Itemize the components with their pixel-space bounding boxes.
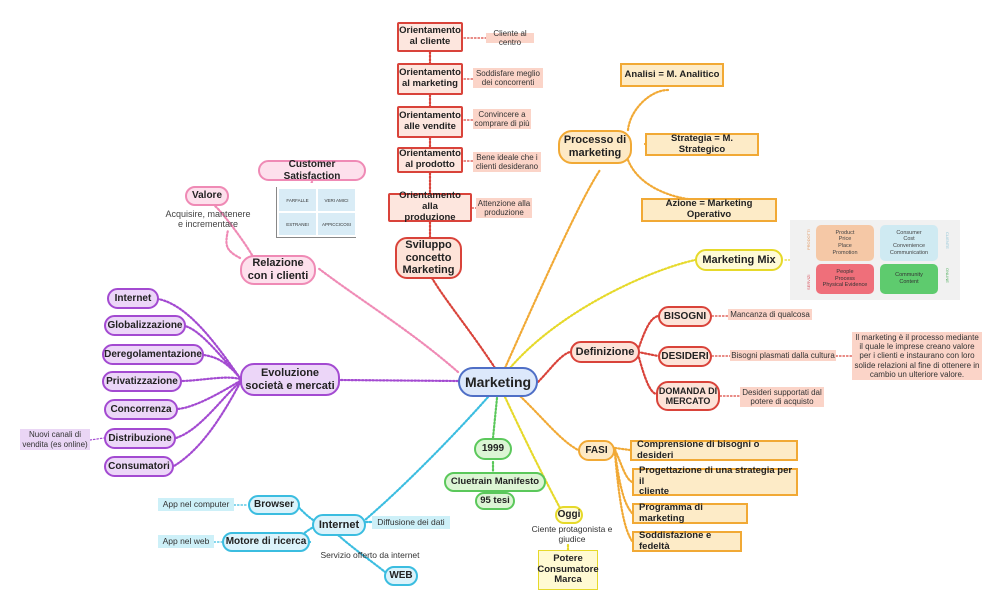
bisogni-note: Mancanza di qualcosa [728, 309, 812, 320]
orientamento-cliente-node[interactable]: Orientamento al cliente [397, 22, 463, 52]
year-1999-node[interactable]: 1999 [474, 438, 512, 460]
matrix-estranei: ESTRANEI [279, 213, 316, 235]
fase-comprensione[interactable]: Comprensione di bisogni o desideri [630, 439, 798, 461]
orientamento-marketing-note: Soddisfare meglio dei concorrenti [473, 68, 543, 88]
strategia-node[interactable]: Strategia = M. Strategico [645, 133, 759, 156]
valore-note: Acquisire, mantenere e incrementare [165, 208, 251, 229]
bisogni-node[interactable]: BISOGNI [658, 306, 712, 327]
desideri-node[interactable]: DESIDERI [658, 346, 712, 367]
marketing-mix-image: Product Price Place Promotion Consumer C… [790, 220, 960, 300]
mm-label-cliente: CLIENTE [945, 232, 950, 249]
valore-node[interactable]: Valore [185, 186, 229, 206]
evo-distribuzione[interactable]: Distribuzione [104, 428, 176, 449]
matrix-veri-amici: VERI AMICI [318, 189, 355, 211]
definizione-node[interactable]: Definizione [570, 341, 640, 363]
domanda-mercato-node[interactable]: DOMANDA DI MERCATO [656, 381, 720, 411]
desideri-note: Bisogni plasmati dalla cultura [730, 350, 836, 361]
orientamento-prodotto-node[interactable]: Orientamento al prodotto [397, 147, 463, 173]
fase-progettazione[interactable]: Progettazione di una strategia per il cl… [632, 465, 798, 497]
evo-globalizzazione[interactable]: Globalizzazione [104, 315, 186, 336]
oggi-node[interactable]: Oggi [555, 506, 583, 524]
internet-node[interactable]: Internet [312, 514, 366, 536]
matrix-x-axis [276, 237, 356, 238]
internet-note: Diffusione dei dati [372, 516, 450, 529]
mm-cell-services: People Process Physical Evidence [816, 264, 874, 294]
mm-cell-online: Community Content [880, 264, 938, 294]
domanda-mercato-note: Desideri supportati dal potere di acquis… [740, 387, 824, 407]
orientamento-vendite-node[interactable]: Orientamento alle vendite [397, 106, 463, 138]
mm-cell-4p: Product Price Place Promotion [816, 225, 874, 261]
sviluppo-concetto-node[interactable]: Sviluppo concetto Marketing [395, 237, 462, 279]
evo-internet[interactable]: Internet [107, 288, 159, 309]
fase-soddisfazione[interactable]: Soddisfazione e fedeltà [632, 530, 742, 552]
evo-privatizzazione[interactable]: Privatizzazione [102, 371, 182, 392]
relazione-clienti-node[interactable]: Relazione con i clienti [240, 255, 316, 285]
mm-label-servizi: SERVIZI [806, 274, 811, 291]
potere-box[interactable]: Potere Consumatore Marca [537, 550, 599, 590]
azione-node[interactable]: Azione = Marketing Operativo [641, 198, 777, 222]
cluetrain-node[interactable]: Cluetrain Manifesto [444, 472, 546, 492]
fase-programma[interactable]: Programma di marketing [632, 502, 748, 524]
mm-cell-4c: Consumer Cost Convenience Communication [880, 225, 938, 261]
evo-deregolamentazione[interactable]: Deregolamentazione [102, 344, 204, 365]
matrix-farfalle: FARFALLE [279, 189, 316, 211]
browser-note: App nel computer [158, 498, 234, 511]
orientamento-prodotto-note: Bene ideale che i clienti desiderano [473, 152, 541, 172]
web-node[interactable]: WEB [384, 566, 418, 586]
mm-label-online: ONLINE [945, 268, 950, 283]
central-topic[interactable]: Marketing [458, 367, 538, 397]
customer-satisfaction-node[interactable]: Customer Satisfaction [258, 159, 366, 182]
loyalty-matrix-image: FARFALLE VERI AMICI ESTRANEI APPICCICOSI [262, 183, 358, 255]
mm-label-prodotti: PRODOTTI [806, 229, 811, 250]
fasi-node[interactable]: FASI [578, 440, 615, 461]
evo-concorrenza[interactable]: Concorrenza [104, 399, 178, 420]
novantacinque-tesi-node[interactable]: 95 tesi [475, 492, 515, 510]
marketing-mix-node[interactable]: Marketing Mix [695, 249, 783, 271]
oggi-note: Ciente protagonista e giudice [531, 524, 613, 544]
processo-marketing-node[interactable]: Processo di marketing [558, 130, 632, 164]
orientamento-vendite-note: Convincere a comprare di più [473, 109, 531, 129]
servizio-note: Servizio offerto da internet [320, 550, 420, 561]
browser-node[interactable]: Browser [248, 495, 300, 515]
orientamento-cliente-note: Cliente al centro [486, 29, 534, 47]
orientamento-produzione-note: Attenzione alla produzione [476, 198, 532, 218]
matrix-y-axis [276, 187, 277, 237]
motore-ricerca-note: App nel web [158, 535, 214, 548]
distribuzione-note: Nuovi canali di vendita (es online) [20, 429, 90, 450]
evoluzione-node[interactable]: Evoluzione società e mercati [240, 363, 340, 396]
motore-ricerca-node[interactable]: Motore di ricerca [222, 532, 310, 552]
matrix-appiccicosi: APPICCICOSI [318, 213, 355, 235]
analisi-node[interactable]: Analisi = M. Analitico [620, 63, 724, 87]
evo-consumatori[interactable]: Consumatori [104, 456, 174, 477]
orientamento-produzione-node[interactable]: Orientamento alla produzione [388, 190, 472, 223]
orientamento-marketing-node[interactable]: Orientamento al marketing [397, 63, 463, 95]
definizione-callout: Il marketing è il processo mediante il q… [852, 332, 982, 380]
